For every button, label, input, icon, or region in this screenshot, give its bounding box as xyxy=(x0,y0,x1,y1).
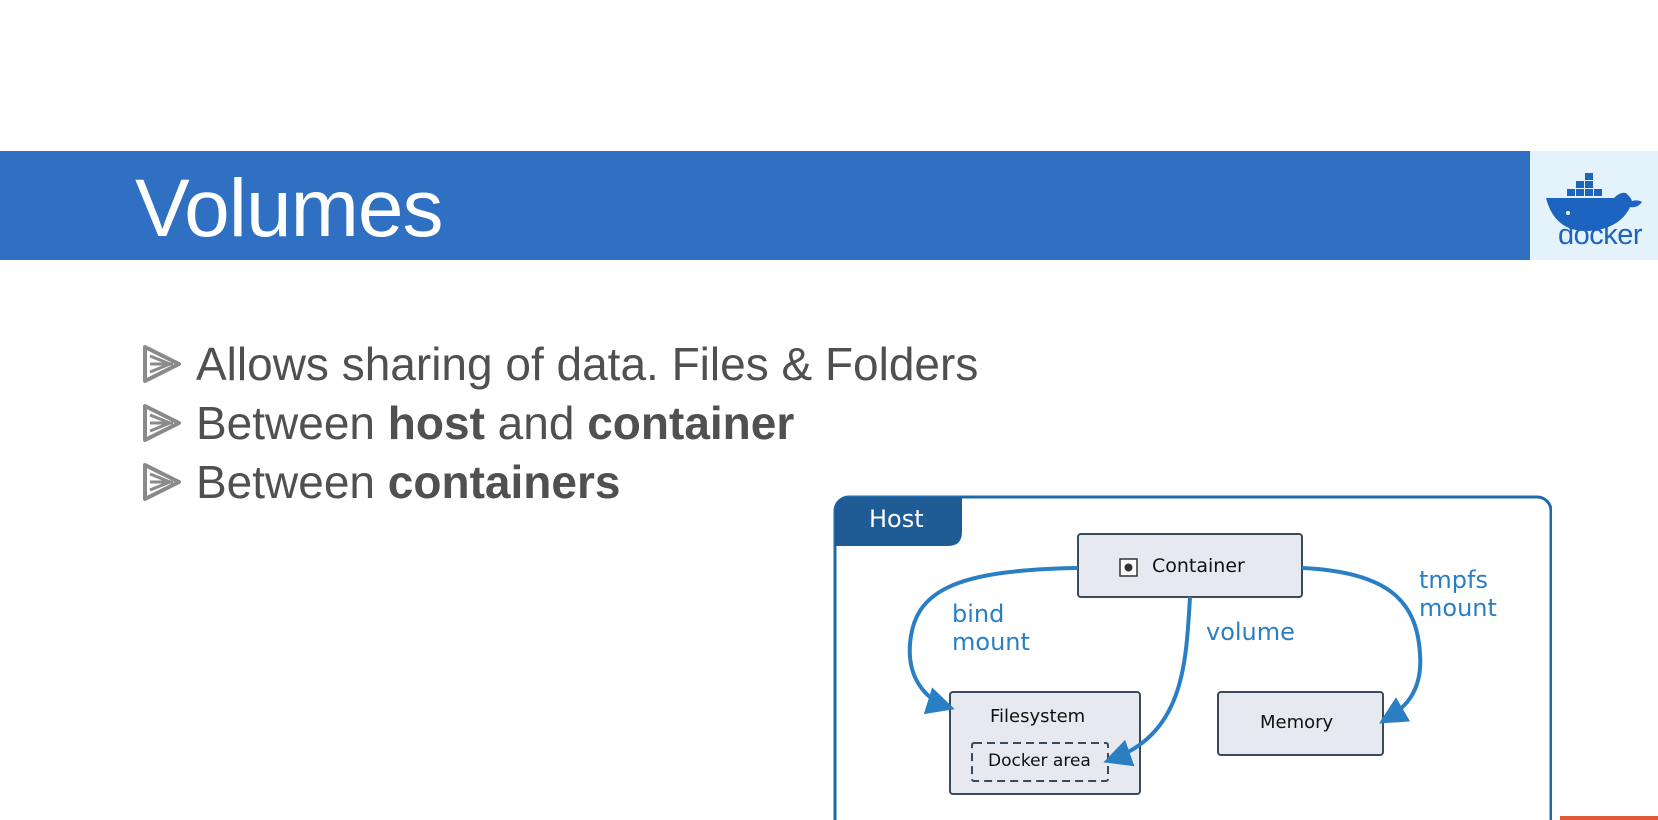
tmpfs-mount-label-line2: mount xyxy=(1419,594,1497,622)
bullet-text-bold: containers xyxy=(387,455,621,508)
host-tab xyxy=(835,497,962,546)
bind-mount-label-line1: bind xyxy=(952,600,1005,628)
tmpfs-mount-label-line1: tmpfs xyxy=(1419,566,1488,594)
docker-whale-icon xyxy=(1546,173,1642,231)
bullet-item: Between containers xyxy=(140,452,978,511)
docker-area-box xyxy=(971,742,1109,782)
host-label: Host xyxy=(869,505,924,533)
diagram-svg xyxy=(833,495,1552,820)
bullet-text: Allows sharing of data. Files & Folders xyxy=(196,337,978,391)
docker-storage-diagram: Host Container Filesystem Docker area Me… xyxy=(832,494,1552,820)
docker-area-label: Docker area xyxy=(988,751,1091,771)
docker-logo: docker xyxy=(1530,151,1658,260)
bullet-item: Allows sharing of data. Files & Folders xyxy=(140,334,978,393)
tmpfs-mount-arrow xyxy=(1301,566,1423,724)
container-label: Container xyxy=(1152,555,1245,577)
bullet-text: Between host and container xyxy=(196,396,794,450)
play-arrow-bullet-icon xyxy=(143,403,181,442)
volume-label: volume xyxy=(1206,618,1295,646)
docker-logo-text: docker xyxy=(1558,219,1643,251)
host-frame xyxy=(833,495,1552,820)
corner-accent xyxy=(1560,816,1658,820)
slide-title: Volumes xyxy=(135,163,444,254)
play-arrow-bullet-icon xyxy=(143,344,181,383)
memory-label: Memory xyxy=(1260,712,1334,733)
bind-mount-arrow xyxy=(907,566,1079,715)
volume-arrow xyxy=(1103,596,1192,767)
bullet-text-bold: container xyxy=(587,396,795,449)
bullet-text-part: Between xyxy=(196,455,388,508)
bullet-item: Between host and container xyxy=(140,393,978,452)
bind-mount-label-line2: mount xyxy=(952,628,1030,656)
filesystem-label: Filesystem xyxy=(990,706,1086,727)
play-arrow-bullet-icon xyxy=(143,462,181,501)
bullet-text-part: Between xyxy=(196,396,388,449)
bullet-text-part: Allows sharing of data. Files & Folders xyxy=(196,337,979,390)
title-bar xyxy=(0,151,1530,260)
bullet-text-bold: host xyxy=(387,396,485,449)
bullet-text-part: and xyxy=(484,396,588,449)
bullet-text: Between containers xyxy=(196,455,620,509)
